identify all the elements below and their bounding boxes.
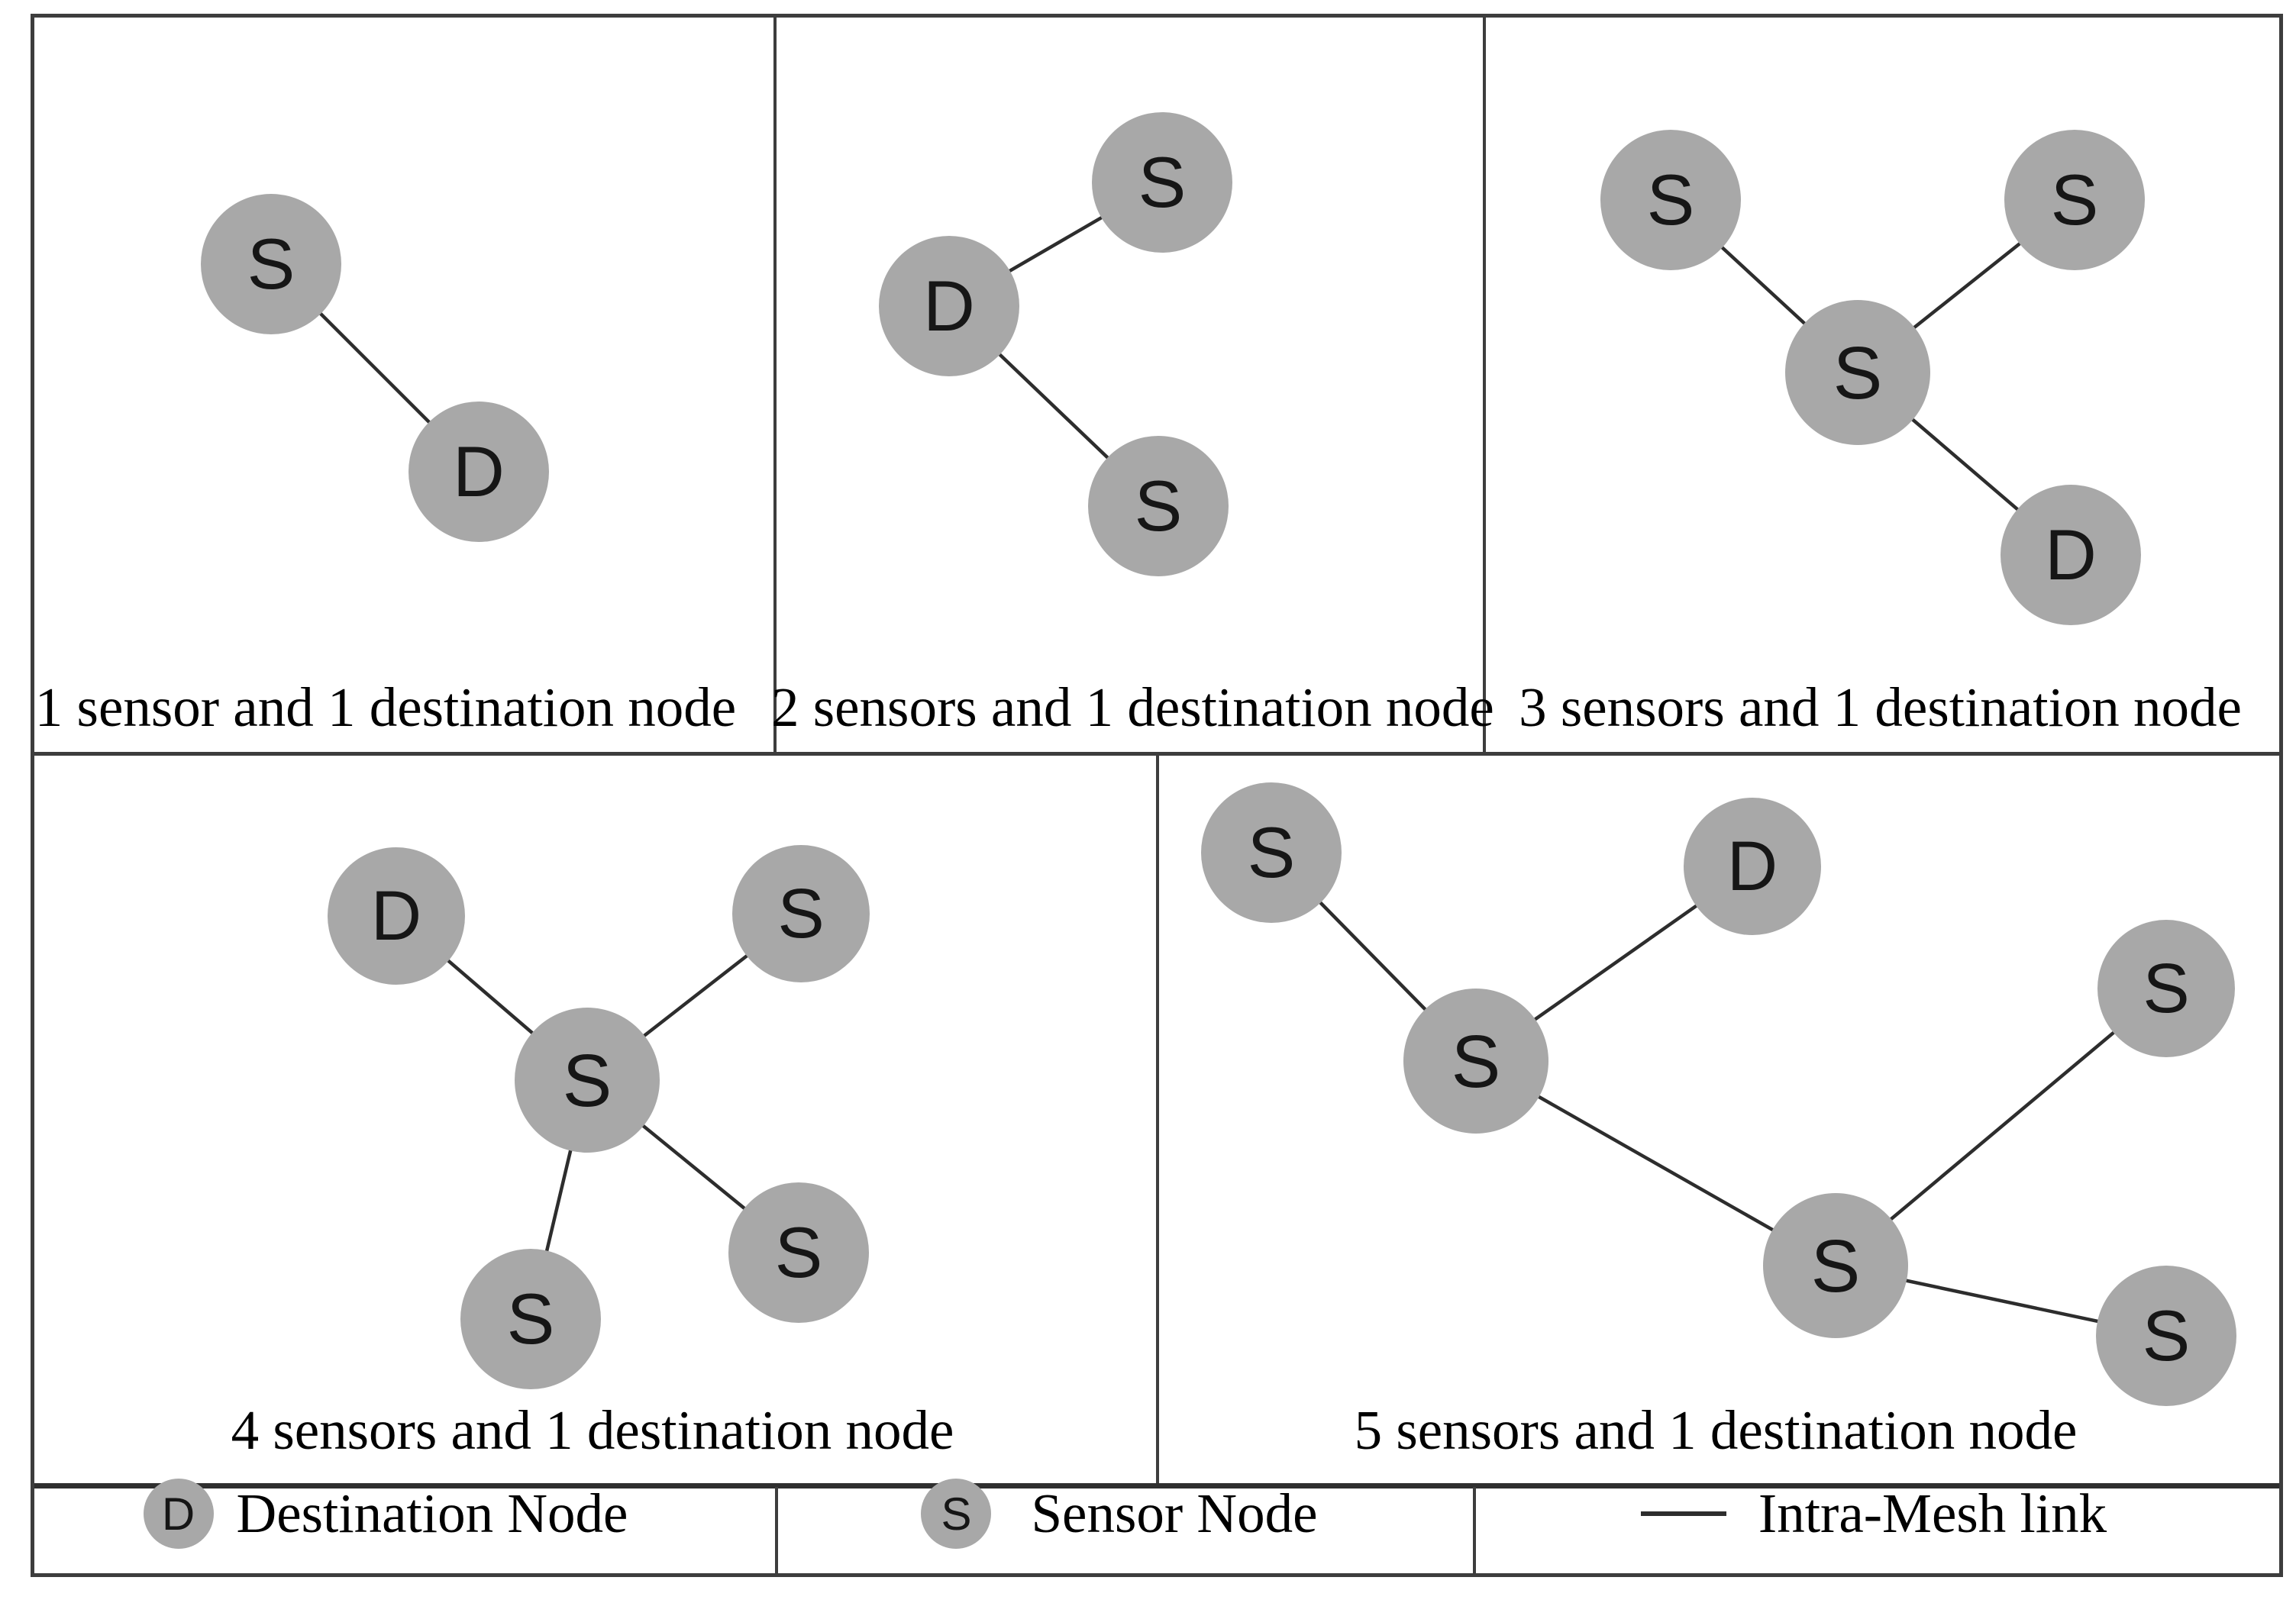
sensor-node: S <box>1763 1193 1908 1338</box>
sensor-node: S <box>1403 989 1548 1134</box>
sensor-node: S <box>515 1008 660 1153</box>
destination-node-symbol: D <box>143 1479 214 1549</box>
sensor-node: S <box>1092 112 1232 253</box>
sensor-node: S <box>2096 1266 2236 1406</box>
sensor-node: S <box>728 1182 869 1323</box>
legend-top-border <box>34 1483 2279 1488</box>
destination-node: D <box>1684 798 1821 935</box>
sensor-node: S <box>732 845 870 982</box>
destination-node: D <box>2001 485 2141 625</box>
sensor-node: S <box>1600 130 1741 270</box>
panel-5-caption: 5 sensors and 1 destination node <box>1354 1399 2078 1461</box>
sensor-node-symbol: S <box>921 1479 992 1549</box>
sensor-node: S <box>1785 300 1930 445</box>
legend-label: Intra-Mesh link <box>1758 1482 2107 1544</box>
legend-item-intra-mesh-link: Intra-Mesh link <box>1471 1474 2277 1553</box>
panel-1-caption: 1 sensor and 1 destination node <box>34 676 737 738</box>
sensor-node: S <box>2097 920 2235 1057</box>
sensor-node: S <box>201 194 341 334</box>
sensor-node: S <box>1201 782 1342 923</box>
panel-divider-vertical-1 <box>773 18 777 756</box>
panel-3-caption: 3 sensors and 1 destination node <box>1519 676 2242 738</box>
panel-4-caption: 4 sensors and 1 destination node <box>231 1399 954 1461</box>
panel-divider-vertical-2 <box>1483 18 1486 756</box>
legend-label: Sensor Node <box>1031 1482 1318 1544</box>
intra-mesh-link-symbol <box>1640 1511 1726 1516</box>
sensor-node: S <box>2004 130 2145 270</box>
destination-node: D <box>409 402 549 542</box>
legend-label: Destination Node <box>236 1482 628 1544</box>
panel-divider-vertical-bottom <box>1156 754 1159 1485</box>
legend-item-destination-node: D Destination Node <box>34 1474 737 1553</box>
legend-divider-2 <box>1473 1487 1476 1573</box>
legend-divider-1 <box>775 1487 778 1573</box>
panel-2-caption: 2 sensors and 1 destination node <box>771 676 1494 738</box>
sensor-node: S <box>460 1249 601 1389</box>
panel-divider-horizontal <box>34 752 2279 756</box>
destination-node: D <box>879 236 1019 376</box>
legend-item-sensor-node: S Sensor Node <box>773 1474 1466 1553</box>
sensor-node: S <box>1088 436 1229 576</box>
destination-node: D <box>328 847 465 985</box>
